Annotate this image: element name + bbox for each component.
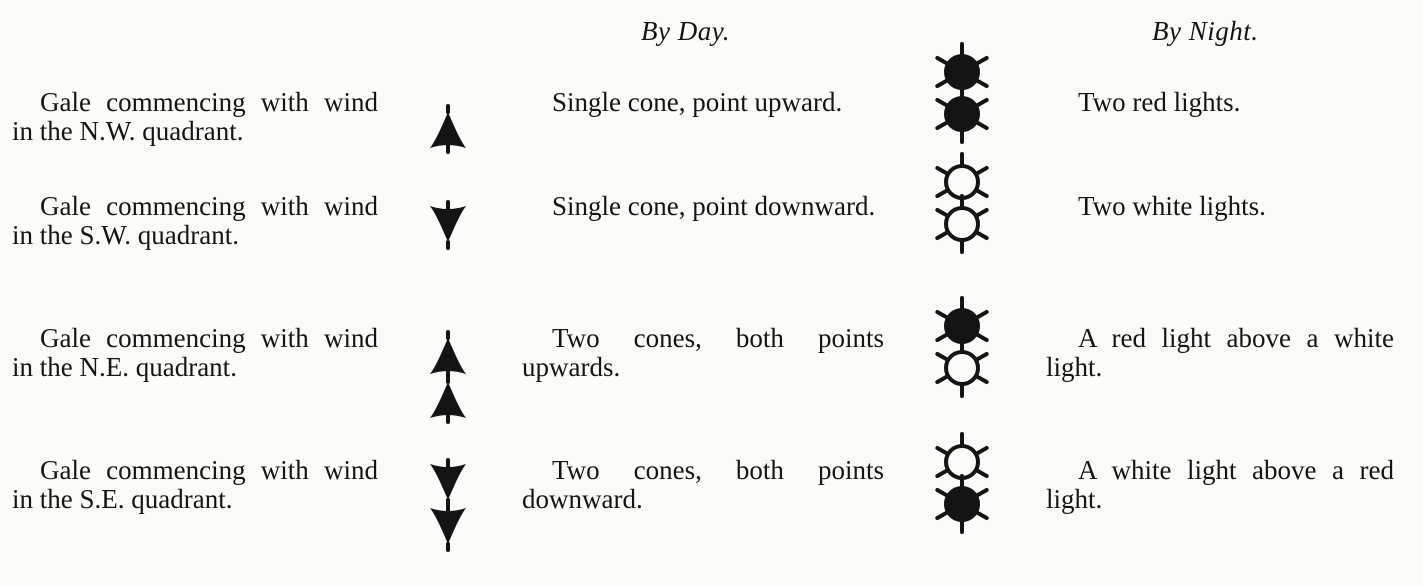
cone-signal-icon	[430, 330, 466, 424]
night-signal-text: Two white lights.	[1078, 191, 1266, 221]
signal-row-sw: Gale commencing with wind in the S.W. qu…	[0, 152, 1423, 322]
by-day-header: By Day.	[641, 16, 730, 46]
cone-up-icon	[430, 330, 466, 380]
light-icon-lower	[935, 338, 989, 398]
cone-down-icon	[430, 502, 466, 552]
gale-description: Gale commencing with wind in the S.E. qu…	[12, 455, 378, 514]
cone-signal-icon	[430, 458, 466, 552]
light-icon-upper	[935, 296, 989, 356]
cone-down-icon	[430, 200, 466, 250]
gale-description: Gale commencing with wind in the N.W. qu…	[12, 87, 378, 146]
light-icon-lower	[935, 84, 989, 144]
day-signal-text: Single cone, point downward.	[552, 191, 876, 221]
gale-description: Gale commencing with wind in the S.W. qu…	[12, 191, 378, 250]
cone-up-icon	[430, 104, 466, 154]
cone-up-icon	[430, 374, 466, 424]
signal-row-se: Gale commencing with wind in the S.E. qu…	[0, 432, 1423, 586]
light-signal-icon	[935, 42, 989, 144]
day-signal-text: Single cone, point upward.	[552, 87, 843, 117]
cone-signal-icon	[430, 104, 466, 154]
by-night-header: By Night.	[1152, 16, 1259, 46]
signal-row-nw: Gale commencing with wind in the N.W. qu…	[0, 42, 1423, 218]
light-signal-icon	[935, 296, 989, 398]
light-icon-lower	[935, 194, 989, 254]
signal-table: By Day. By Night. Gale commencing with w…	[0, 16, 1423, 552]
day-signal-text: Two cones, both points upwards.	[522, 323, 884, 382]
gale-description: Gale commencing with wind in the N.E. qu…	[12, 323, 378, 382]
signal-row-ne: Gale commencing with wind in the N.E. qu…	[0, 296, 1423, 454]
light-icon-lower	[935, 474, 989, 534]
light-signal-icon	[935, 152, 989, 254]
cone-signal-icon	[430, 200, 466, 250]
night-signal-text: Two red lights.	[1078, 87, 1241, 117]
day-signal-text: Two cones, both points downward.	[522, 455, 884, 514]
night-signal-text: A white light above a red light.	[1046, 455, 1394, 514]
night-signal-text: A red light above a white light.	[1046, 323, 1394, 382]
cone-down-icon	[430, 458, 466, 508]
light-signal-icon	[935, 432, 989, 534]
